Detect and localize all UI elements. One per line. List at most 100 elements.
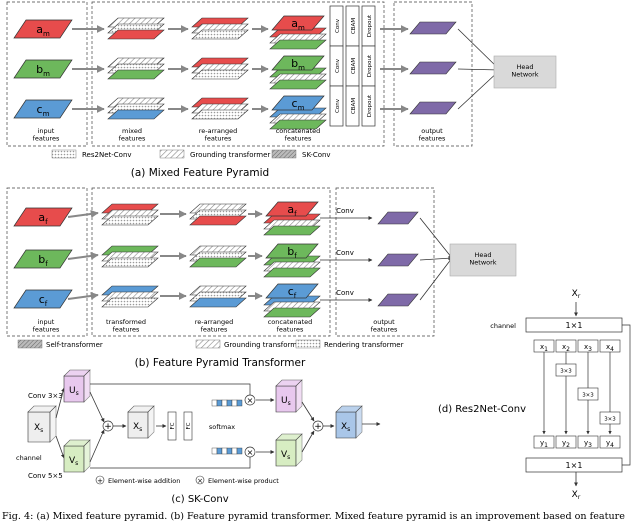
conv-block-label-a-1-1: CBAM — [351, 58, 357, 74]
concat-box-b-a-label: af — [287, 203, 297, 218]
concat-box-b-a — [265, 201, 319, 217]
conv-block-label-a-1-2: Dropout — [367, 54, 373, 77]
output-features-box-a — [393, 1, 473, 147]
arrow-b-in-0 — [67, 209, 99, 218]
concat-box-a-b — [271, 55, 325, 71]
sk-prod-sign-bot: × — [247, 448, 254, 457]
sk-ubar-label: Us — [281, 396, 291, 407]
sk-att-bot-0 — [211, 447, 218, 455]
res2-split-label-0: x1 — [540, 343, 548, 353]
res2-conv3-label-2: 3×3 — [604, 417, 616, 423]
conv-block-label-a-0-2: Dropout — [367, 14, 373, 37]
sk-legend-add-label: Element-wise addition — [108, 477, 180, 485]
res2-merge-label-1: y2 — [562, 439, 570, 449]
arrow-b-in-2 — [67, 291, 99, 300]
conv-block-a-2-1 — [345, 85, 360, 127]
sk-legend-prod-label: Element-wise product — [208, 477, 279, 485]
res2-merge-2 — [577, 435, 599, 449]
sk-out-label: Xs — [341, 422, 350, 433]
sk-x-label: Xs — [34, 423, 43, 434]
sk-legend-add-sign: + — [97, 477, 103, 485]
sk-xs-cube-side — [147, 405, 155, 439]
sk-legend-add-icon — [95, 475, 105, 485]
sk-v-cube-side — [83, 439, 91, 473]
input-box-b-b — [13, 249, 73, 269]
input-features-box-b — [6, 187, 88, 337]
legend-label-b-1: Grounding transformer — [224, 341, 304, 349]
conv-block-a-2-0 — [329, 85, 344, 127]
sk-vbar-label: Vs — [281, 450, 290, 461]
res2-merge-label-0: y1 — [540, 439, 548, 449]
arrow-b-head-1 — [419, 256, 453, 261]
sk-att-top-5 — [236, 399, 243, 407]
sk-att-bot-3 — [226, 447, 233, 455]
sk-legend-prod-icon — [195, 475, 205, 485]
sk-add-sign: + — [104, 422, 112, 432]
sk-v-label: Vs — [69, 456, 78, 467]
transformed-stack-b-2-layer-2 — [101, 297, 159, 308]
sk-arrow-v-add — [89, 429, 105, 463]
rearranged-stack-a-2-layer-2 — [191, 109, 249, 120]
legend-swatch-b-2 — [295, 339, 321, 349]
concat-stack-b-1-layer-2 — [263, 267, 321, 278]
conv-block-label-a-1-0: Conv — [335, 58, 341, 73]
conv-block-a-2-2 — [361, 85, 376, 127]
output-layer-b-2 — [377, 293, 419, 307]
sk-att-top-2 — [221, 399, 228, 407]
legend-swatch-a-1 — [159, 149, 185, 159]
concat-box-b-c — [265, 283, 319, 299]
sk-conv5-label: Conv 5×5 — [28, 472, 63, 480]
legend-swatch-b-1 — [195, 339, 221, 349]
conv-block-label-a-2-0: Conv — [335, 98, 341, 113]
sk-att-bot-5 — [236, 447, 243, 455]
concat-stack-a-0-layer-2 — [269, 39, 327, 50]
concat-box-b-b — [265, 243, 319, 259]
input-box-b-a — [13, 207, 73, 227]
sk-input-cube-side — [49, 405, 57, 443]
output-layer-a-2 — [409, 101, 457, 115]
sk-add-sign-2: + — [314, 422, 322, 432]
res2-split-label-2: x3 — [584, 343, 592, 353]
res2-channel-label: channel — [490, 322, 516, 330]
res2-split-label-3: x4 — [606, 343, 614, 353]
transformed-stack-b-1-layer-2 — [101, 257, 159, 268]
rearranged-stack-b-0-layer-2 — [189, 215, 247, 226]
sk-channel-label: channel — [16, 454, 42, 462]
input-box-b-c — [13, 289, 73, 309]
transformed-stack-b-0-layer-2 — [101, 215, 159, 226]
transformer-block-box-b — [91, 187, 331, 337]
conv-block-label-a-2-1: CBAM — [351, 98, 357, 114]
mixed-block-box-a — [91, 1, 385, 147]
sk-att-bot-2 — [221, 447, 228, 455]
sk-att-top-3 — [226, 399, 233, 407]
res2-conv3-label-1: 3×3 — [582, 393, 594, 399]
legend-swatch-a-0 — [51, 149, 77, 159]
input-features-box-a — [6, 1, 88, 147]
concat-stack-b-0-layer-2 — [263, 225, 321, 236]
sk-arrow-u-add — [89, 391, 105, 423]
sk-out-cube-side — [355, 405, 363, 439]
sk-arrow-v — [55, 435, 65, 459]
head-network-a — [493, 55, 557, 89]
concat-box-b-b-label: bf — [287, 245, 297, 260]
conv-block-label-a-2-2: Dropout — [367, 94, 373, 117]
conv-block-label-a-0-0: Conv — [335, 18, 341, 33]
concat-box-a-a — [271, 15, 325, 31]
input-box-b-b-label: bf — [38, 253, 48, 268]
input-box-a-a — [13, 19, 73, 39]
res2-merge-label-2: y3 — [584, 439, 592, 449]
sk-arrow-ubar-add — [301, 401, 315, 422]
concat-stack-a-1-layer-2 — [269, 79, 327, 90]
arrow-b-head-0 — [419, 217, 453, 259]
conv-label-b-0: Conv — [336, 207, 354, 215]
sk-line-u-prod — [90, 383, 251, 395]
